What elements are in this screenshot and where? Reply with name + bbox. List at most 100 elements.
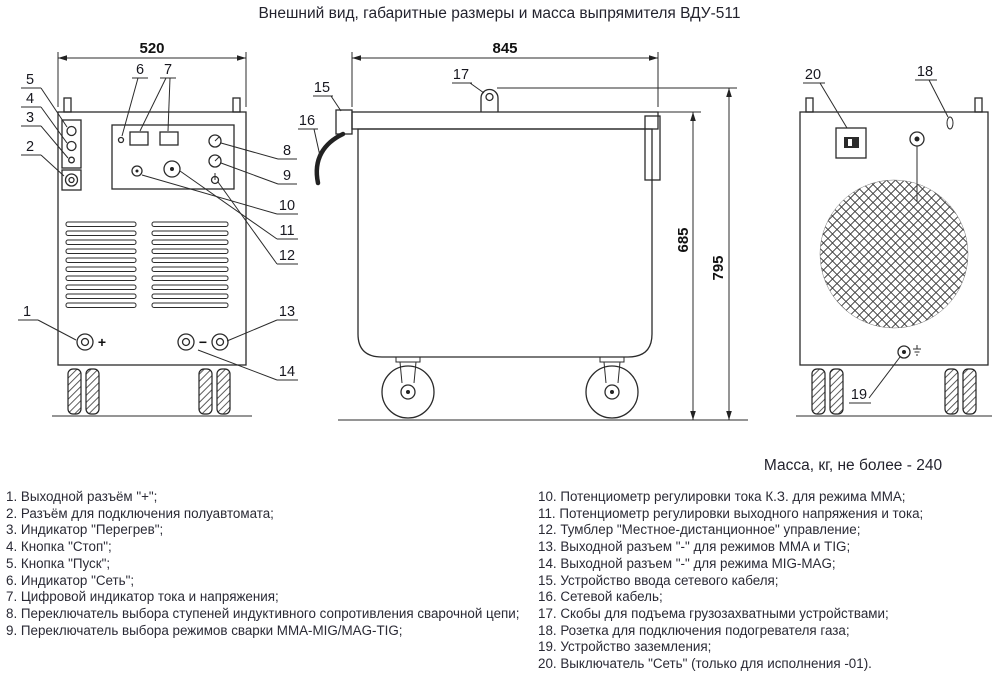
callout-9: 9 <box>220 162 297 185</box>
side-callouts: 15 16 17 <box>298 67 485 157</box>
grounding-device <box>897 345 921 359</box>
minus-sign: − <box>199 334 207 350</box>
svg-text:2: 2 <box>26 139 34 155</box>
svg-text:16: 16 <box>299 113 315 129</box>
short-circuit-current-knob <box>131 165 143 177</box>
svg-text:6: 6 <box>136 62 144 78</box>
callout-18: 18 <box>915 64 949 118</box>
mains-cable <box>314 131 346 186</box>
legend-item-2: 2. Разъём для подключения полуавтомата; <box>6 505 274 521</box>
svg-text:5: 5 <box>26 72 34 88</box>
legend-item-13: 13. Выходной разъем "-" для режимов MMA … <box>538 539 851 555</box>
callout-11: 11 <box>179 170 298 240</box>
mass-note: Масса, кг, не более - 240 <box>764 457 943 474</box>
callout-1: 1 <box>18 304 77 341</box>
legend-item-16: 16. Сетевой кабель; <box>538 589 663 605</box>
svg-text:12: 12 <box>279 248 295 264</box>
side-view: 845 <box>298 40 748 421</box>
front-lifting-lug-right <box>232 97 241 113</box>
legend-item-1: 1. Выходной разъём "+"; <box>6 489 158 504</box>
svg-text:7: 7 <box>164 62 172 78</box>
svg-text:11: 11 <box>279 223 294 239</box>
callout-5: 5 <box>21 72 68 128</box>
callout-16: 16 <box>298 113 321 157</box>
rear-wheels <box>796 368 992 417</box>
dim-body-height-label: 685 <box>675 227 692 252</box>
legend-item-18: 18. Розетка для подключения подогревател… <box>538 622 850 638</box>
front-cabinet <box>57 97 247 366</box>
dim-side-width-label: 845 <box>492 40 517 57</box>
digital-display-left <box>129 131 149 146</box>
rear-view: 20 18 19 <box>796 64 992 417</box>
dim-body-height: 685 <box>658 111 701 420</box>
legend-item-15: 15. Устройство ввода сетевого кабеля; <box>538 572 779 588</box>
legend-item-8: 8. Переключатель выбора ступеней индукти… <box>6 605 520 621</box>
rear-lifting-lug-right <box>974 97 983 113</box>
front-lifting-lug-left <box>63 97 72 113</box>
svg-text:4: 4 <box>26 91 34 107</box>
svg-text:1: 1 <box>23 304 31 320</box>
plus-sign: + <box>98 334 106 350</box>
dim-total-height-label: 795 <box>710 255 727 280</box>
stop-button <box>66 140 77 152</box>
front-control-panel <box>111 124 235 190</box>
mode-switch <box>208 154 222 168</box>
lifting-hook <box>480 88 499 112</box>
svg-text:20: 20 <box>805 67 821 83</box>
page-title: Внешний вид, габаритные размеры и масса … <box>258 5 741 22</box>
dim-total-height: 795 <box>497 87 737 420</box>
callout-3: 3 <box>21 110 69 159</box>
legend-item-6: 6. Индикатор "Сеть"; <box>6 572 135 588</box>
svg-text:8: 8 <box>283 143 291 159</box>
mains-switch <box>835 127 867 159</box>
callout-4: 4 <box>21 91 68 144</box>
legend-item-5: 5. Кнопка "Пуск"; <box>6 555 111 571</box>
callout-19: 19 <box>849 356 901 404</box>
callout-14: 14 <box>197 349 298 381</box>
legend-item-7: 7. Цифровой индикатор тока и напряжения; <box>6 589 279 605</box>
legend-item-17: 17. Скобы для подъема грузозахватными ус… <box>538 605 889 621</box>
dim-front-width: 520 <box>57 40 247 107</box>
side-cabinet <box>351 111 661 358</box>
callout-10: 10 <box>141 174 298 215</box>
callout-17: 17 <box>452 67 485 94</box>
svg-text:13: 13 <box>279 304 295 320</box>
svg-text:3: 3 <box>26 110 34 126</box>
inductance-switch <box>208 134 222 148</box>
svg-text:10: 10 <box>279 198 295 214</box>
voltage-current-knob <box>163 160 181 178</box>
svg-text:14: 14 <box>279 364 295 380</box>
legend-column-left: 1. Выходной разъём "+"; 2. Разъём для по… <box>6 489 522 673</box>
legend-item-10: 10. Потенциометр регулировки тока К.З. д… <box>538 489 906 504</box>
minus-output-connector-1 <box>177 333 195 351</box>
dim-front-width-label: 520 <box>139 40 164 57</box>
start-button <box>66 125 77 137</box>
cable-entry <box>314 109 353 186</box>
svg-text:15: 15 <box>314 80 330 96</box>
plus-output-connector <box>76 333 94 351</box>
power-indicator <box>117 136 125 144</box>
front-view: 520 <box>18 40 298 417</box>
callout-20: 20 <box>803 67 848 129</box>
vent-louvers <box>65 221 229 308</box>
digital-display-right <box>159 131 179 146</box>
dim-side-width: 845 <box>351 40 659 107</box>
technical-drawing: 5 20 <box>18 40 992 474</box>
legend-item-3: 3. Индикатор "Перегрев"; <box>6 522 164 538</box>
front-left-controls <box>61 119 82 191</box>
front-wheels <box>52 368 252 417</box>
legend-item-12: 12. Тумблер "Местное-дистанционное" упра… <box>538 522 861 538</box>
overheat-indicator <box>68 156 75 164</box>
callout-2: 2 <box>21 139 65 177</box>
callout-6: 6 <box>121 62 148 137</box>
callout-7: 7 <box>139 62 176 132</box>
svg-text:17: 17 <box>453 67 469 83</box>
legend-item-19: 19. Устройство заземления; <box>538 639 712 655</box>
callout-15: 15 <box>313 80 342 112</box>
svg-text:18: 18 <box>917 64 933 80</box>
callout-13: 13 <box>226 304 298 342</box>
side-casters <box>338 356 748 421</box>
rear-callouts: 20 18 19 <box>803 64 949 404</box>
minus-output-connector-2 <box>211 333 229 351</box>
